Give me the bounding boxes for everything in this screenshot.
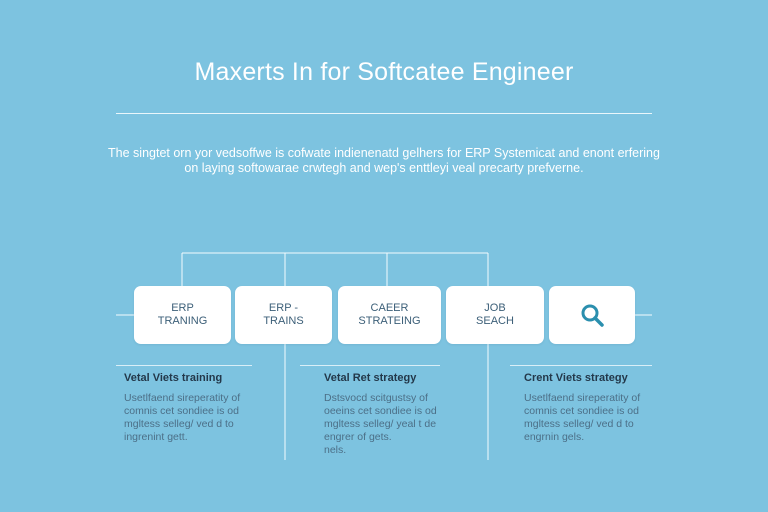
column-divider-1 <box>116 365 252 366</box>
node-label-line1: ERP - <box>268 302 299 314</box>
intro-line-1: The singtet orn yor vedsoffwe is cofwate… <box>108 146 660 160</box>
node-label-line1: JOB <box>484 302 506 314</box>
node-job-search: JOB SEACH <box>446 286 544 344</box>
column-1-line: ingrenint gett. <box>124 431 188 443</box>
column-2-line: engrer of gets. <box>324 431 392 443</box>
column-2-line: mgltess selleg/ yeal t de <box>324 418 437 430</box>
column-2-line: Dstsvocd scitgustsy of <box>324 392 428 404</box>
column-1-heading: Vetal Viets training <box>124 372 223 384</box>
column-3-line: mgltess selleg/ ved d to <box>524 418 634 430</box>
column-3-line: Usetlfaend sireperatity of <box>524 392 641 404</box>
column-1-line: mgltess selleg/ ved d to <box>124 418 234 430</box>
column-3-line: comnis cet sondiee is od <box>524 405 639 417</box>
column-2-heading: Vetal Ret strategy <box>324 372 417 384</box>
node-career-strategy: CAEER STRATEING <box>338 286 441 344</box>
column-2-body: Dstsvocd scitgustsy of oeeins cet sondie… <box>324 392 437 457</box>
node-erp-trains: ERP - TRAINS <box>235 286 332 344</box>
node-label-line1: CAEER <box>370 302 409 314</box>
node-label-line2: TRAINS <box>263 315 304 327</box>
column-1-line: comnis cet sondiee is od <box>124 405 239 417</box>
column-2-line: nels. <box>324 444 347 456</box>
column-3-heading: Crent Viets strategy <box>524 372 628 384</box>
column-1-line: Usetlfaend sireperatity of <box>124 392 241 404</box>
node-label-line1: ERP <box>171 302 194 314</box>
column-divider-3 <box>510 365 652 366</box>
diagram-title: Maxerts In for Softcatee Engineer <box>194 58 574 86</box>
column-1-body: Usetlfaend sireperatity of comnis cet so… <box>124 392 240 444</box>
title-divider <box>116 113 652 114</box>
column-divider-2 <box>300 365 440 366</box>
node-search[interactable] <box>549 286 635 344</box>
column-3-body: Usetlfaend sireperatity of comnis cet so… <box>524 392 640 444</box>
node-label-line2: STRATEING <box>358 315 421 327</box>
node-erp-training: ERP TRANING <box>134 286 231 344</box>
column-3-line: engrnin gels. <box>524 431 585 443</box>
node-label-line2: SEACH <box>476 315 514 327</box>
intro-line-2: on laying softowarae crwtegh and wep's e… <box>184 161 584 175</box>
search-icon <box>581 304 604 327</box>
node-label-line2: TRANING <box>157 315 208 327</box>
intro-text: The singtet orn yor vedsoffwe is cofwate… <box>100 146 668 176</box>
column-2-line: oeeins cet sondiee is od <box>324 405 437 417</box>
